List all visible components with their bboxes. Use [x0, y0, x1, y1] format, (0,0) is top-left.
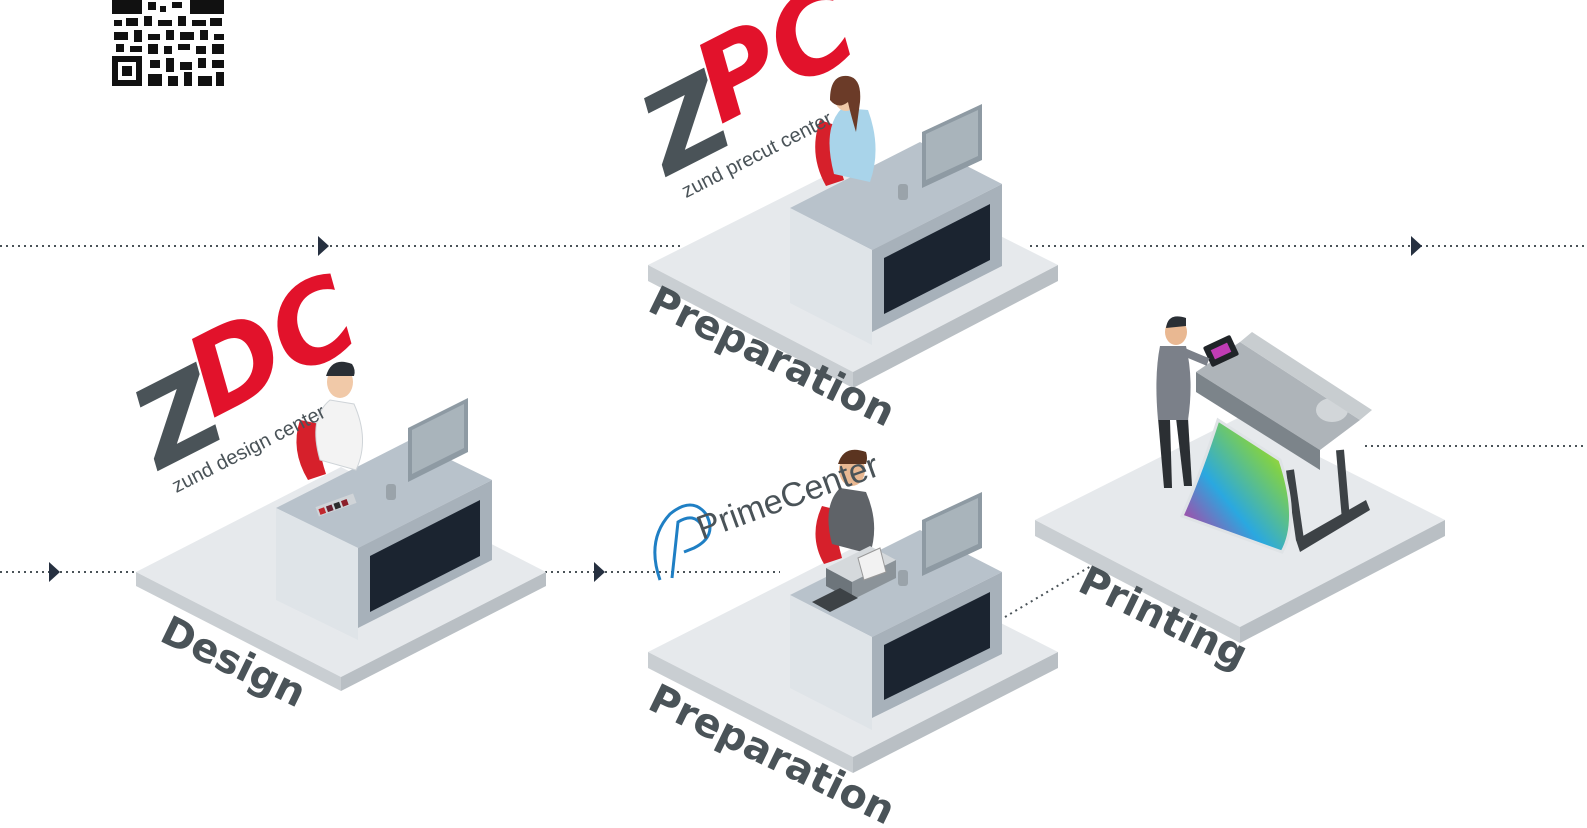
- desktop-printer: [812, 546, 896, 612]
- color-swatch-fan: [315, 493, 357, 517]
- design-station: [136, 361, 546, 691]
- printed-sheet: [1179, 417, 1292, 554]
- qr-code-icon: [112, 0, 224, 88]
- flow-lines: [0, 245, 1587, 618]
- printing-station: [1035, 316, 1445, 643]
- printer-operator: [1156, 316, 1210, 488]
- preparation-top-station: [648, 75, 1058, 388]
- large-format-printer: [1196, 332, 1372, 552]
- arrow-right-icon: [49, 562, 60, 582]
- primecenter-logo-icon: [653, 503, 712, 581]
- zpc-logo: Z PC zund precut center: [619, 0, 876, 203]
- flow-arrows: [49, 236, 1422, 582]
- arrow-right-icon: [318, 236, 329, 256]
- arrow-right-icon: [594, 562, 605, 582]
- flow-line-diagonal: [1004, 555, 1109, 618]
- arrow-right-icon: [1411, 236, 1422, 256]
- preparation-bottom-station: [648, 449, 1058, 773]
